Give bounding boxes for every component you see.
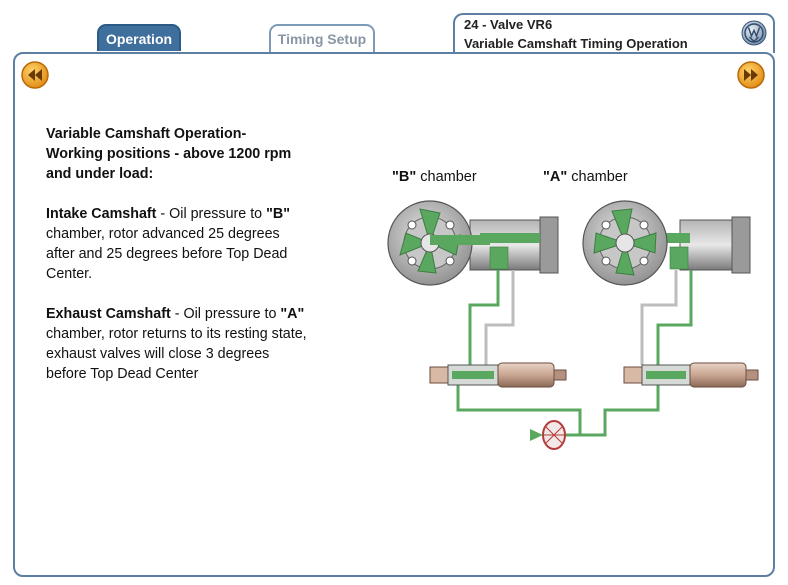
intake-text: - Oil pressure to: [156, 206, 267, 222]
tab-operation[interactable]: Operation: [97, 24, 181, 51]
module-title: 24 - Valve VR6: [464, 17, 553, 32]
exhaust-text: - Oil pressure to: [170, 306, 281, 322]
section-heading: Variable Camshaft Operation- Working pos…: [46, 124, 291, 184]
exhaust-line: before Top Dead Center: [46, 366, 199, 382]
page-title: Variable Camshaft Timing Operation: [464, 36, 688, 51]
intake-oil-lines: [456, 270, 582, 437]
label-b-letter: "B": [392, 169, 417, 185]
vw-logo-icon: [741, 20, 767, 46]
exhaust-line: chamber, rotor returns to its resting st…: [46, 326, 307, 342]
label-b-text: chamber: [416, 169, 477, 185]
fast-forward-icon[interactable]: [736, 60, 766, 90]
label-a-chamber: "A" chamber: [543, 169, 628, 185]
intake-line: Intake Camshaft - Oil pressure to "B": [46, 204, 290, 224]
header-title-box: 24 - Valve VR6 Variable Camshaft Timing …: [453, 13, 775, 53]
label-a-letter: "A": [543, 169, 568, 185]
content-panel: [13, 52, 775, 577]
exhaust-title: Exhaust Camshaft: [46, 306, 171, 322]
label-a-text: chamber: [567, 169, 628, 185]
exhaust-chamber: "A": [280, 306, 305, 322]
exhaust-line: Exhaust Camshaft - Oil pressure to "A": [46, 304, 307, 324]
intake-line: Center.: [46, 266, 93, 282]
intake-line: chamber, rotor advanced 25 degrees: [46, 226, 280, 242]
intake-title: Intake Camshaft: [46, 206, 157, 222]
intake-adjuster: [387, 200, 559, 286]
label-b-chamber: "B" chamber: [392, 169, 477, 185]
exhaust-oil-lines: [565, 270, 693, 437]
oil-filter: [530, 420, 566, 450]
intake-line: after and 25 degrees before Top Dead: [46, 246, 288, 262]
exhaust-line: exhaust valves will close 3 degrees: [46, 346, 270, 362]
intake-paragraph: Intake Camshaft - Oil pressure to "B" ch…: [46, 204, 290, 284]
exhaust-adjuster: [582, 200, 751, 286]
rewind-icon[interactable]: [20, 60, 50, 90]
camshaft-diagram: [387, 200, 759, 450]
exhaust-paragraph: Exhaust Camshaft - Oil pressure to "A" c…: [46, 304, 307, 384]
heading-line: and under load:: [46, 166, 154, 182]
intake-chamber: "B": [266, 206, 290, 222]
heading-line: Working positions - above 1200 rpm: [46, 146, 292, 162]
heading-line: Variable Camshaft Operation-: [46, 126, 247, 142]
exhaust-solenoid-valve: [623, 362, 759, 388]
intake-solenoid-valve: [429, 362, 567, 388]
tab-timing-setup[interactable]: Timing Setup: [269, 24, 375, 52]
